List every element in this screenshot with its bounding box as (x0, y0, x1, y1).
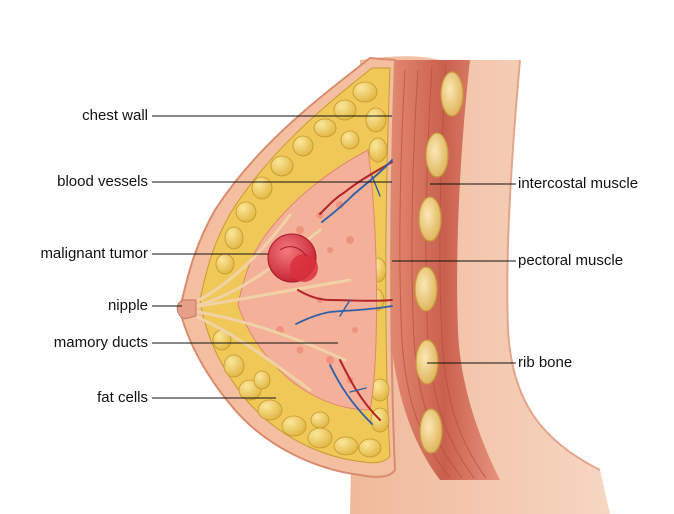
label-malignant-tumor: malignant tumor (40, 245, 148, 262)
rib-bones (414, 71, 464, 454)
label-blood-vessels: blood vessels (57, 173, 148, 190)
nipple (176, 299, 197, 320)
torso-skin-outline (506, 59, 601, 471)
label-intercostal-muscle: intercostal muscle (518, 175, 639, 192)
label-nipple: nipple (107, 297, 148, 314)
muscle-band (387, 60, 500, 480)
label-pectoral-muscle: pectoral muscle (518, 252, 624, 269)
leader-lines (152, 115, 516, 399)
label-chest-wall: chest wall (82, 107, 148, 124)
label-mamory-ducts: mamory ducts (53, 334, 148, 351)
lobule-dots (276, 201, 358, 384)
label-fat-cells: fat cells (97, 389, 148, 406)
blood-vessels (295, 159, 393, 425)
malignant-tumor (267, 233, 318, 283)
label-rib-bone: rib bone (518, 354, 573, 371)
torso-back (507, 60, 674, 470)
